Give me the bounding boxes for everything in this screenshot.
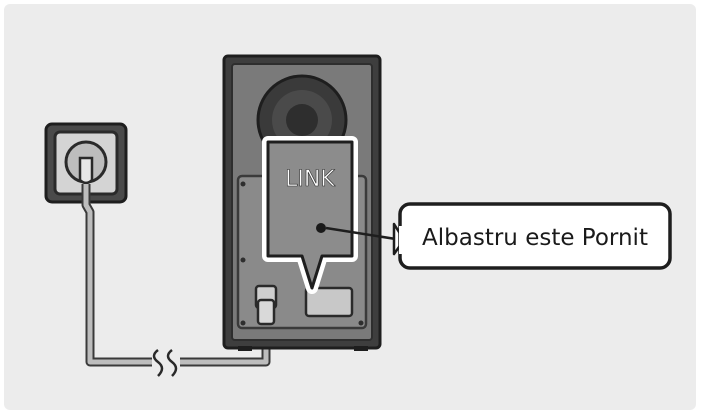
- link-port-box: [304, 286, 354, 318]
- link-zoom-callout: LINK: [262, 136, 358, 294]
- link-label: LINK: [285, 167, 335, 192]
- led-pointer-line: [325, 226, 403, 242]
- link-indicator-led: [316, 223, 326, 233]
- cord-break-mark: [152, 349, 164, 377]
- power-plug: [256, 298, 276, 326]
- status-callout: Albastru este Pornit: [398, 202, 672, 270]
- status-callout-text: Albastru este Pornit: [422, 225, 648, 251]
- wall-socket: [44, 122, 128, 204]
- socket-plug: [78, 156, 94, 185]
